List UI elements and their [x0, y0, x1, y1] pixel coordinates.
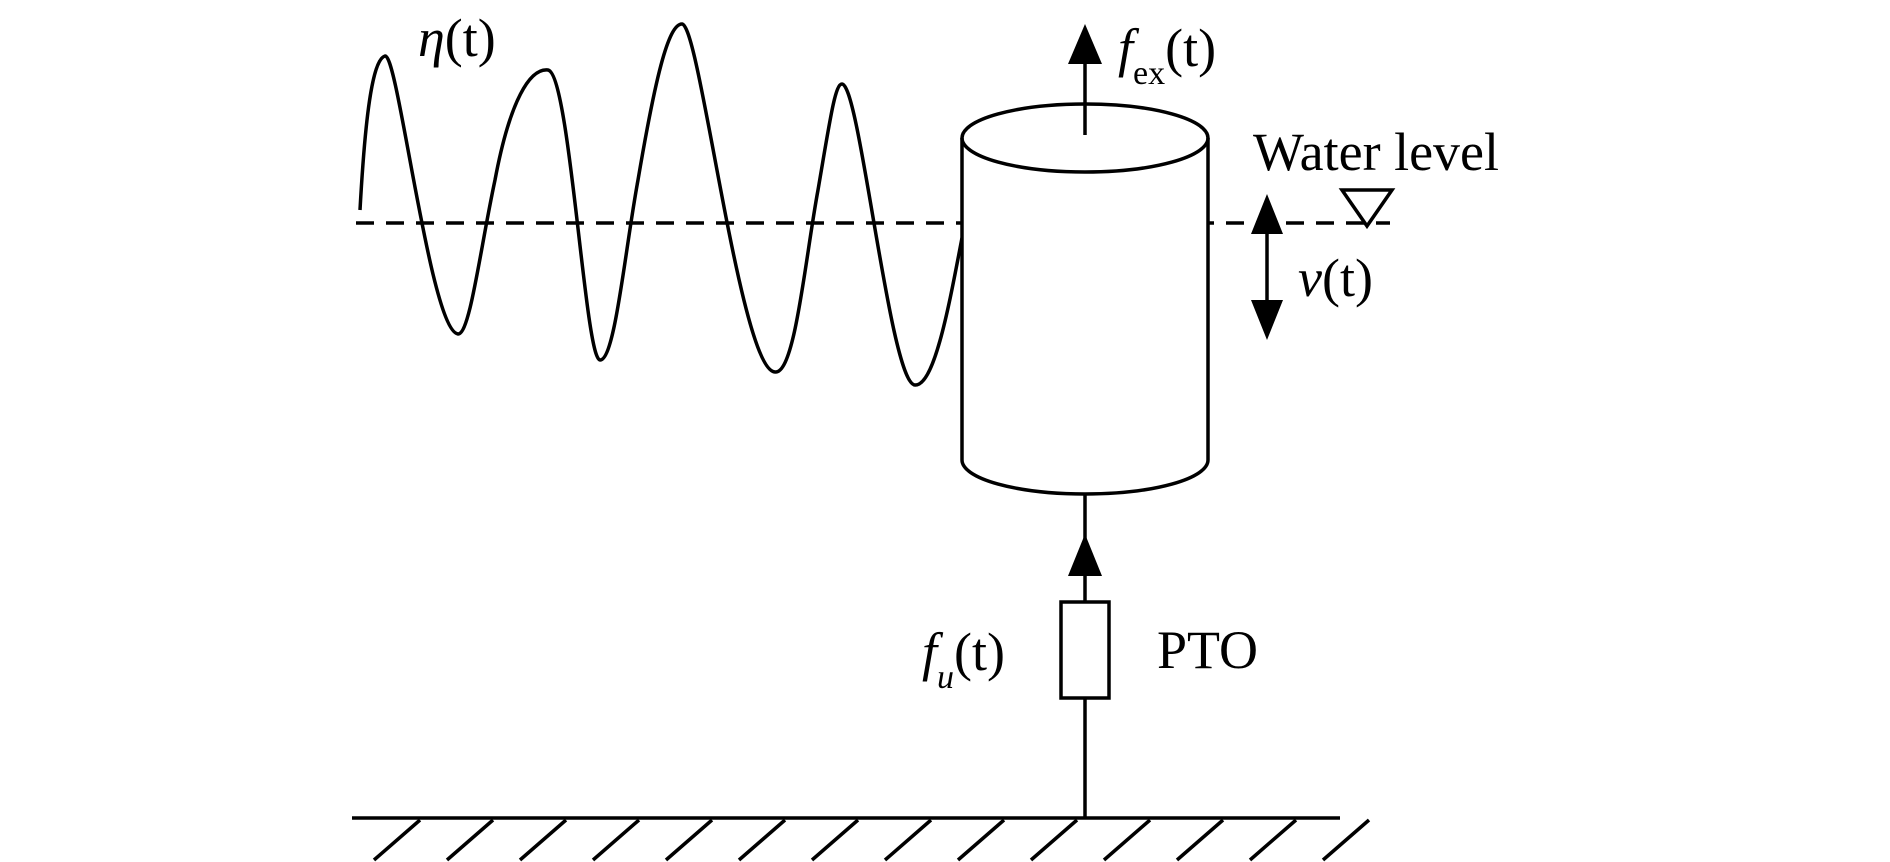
hatch-mark — [810, 818, 860, 862]
velocity-arrowhead-down — [1251, 300, 1283, 340]
excitation-force-arrowhead — [1068, 24, 1102, 64]
wave-elevation-label: η(t) — [418, 8, 496, 68]
hatch-mark — [1102, 818, 1152, 862]
hatch-mark — [591, 818, 641, 862]
velocity-label: v(t) — [1298, 248, 1373, 308]
control-force-arrowhead — [1068, 534, 1102, 576]
hatch-mark — [518, 818, 568, 862]
hatch-mark — [1321, 818, 1371, 862]
water-level-label: Water level — [1253, 122, 1499, 182]
seabed-hatching — [372, 818, 1371, 862]
hatch-mark — [445, 818, 495, 862]
velocity-arrowhead-up — [1251, 194, 1283, 234]
wave-curve — [358, 22, 964, 387]
hatch-mark — [1175, 818, 1225, 862]
hatch-mark — [883, 818, 933, 862]
hatch-mark — [737, 818, 787, 862]
hatch-mark — [1248, 818, 1298, 862]
pto-box — [1059, 600, 1111, 700]
hatch-mark — [1029, 818, 1079, 862]
hatch-mark — [664, 818, 714, 862]
excitation-force-label: fex(t) — [1118, 18, 1216, 92]
hatch-mark — [372, 818, 422, 862]
pto-label: PTO — [1157, 620, 1258, 680]
control-force-label: fu(t) — [922, 622, 1005, 696]
hatch-mark — [956, 818, 1006, 862]
buoy-cylinder — [960, 102, 1210, 496]
water-level-marker — [1338, 188, 1396, 230]
